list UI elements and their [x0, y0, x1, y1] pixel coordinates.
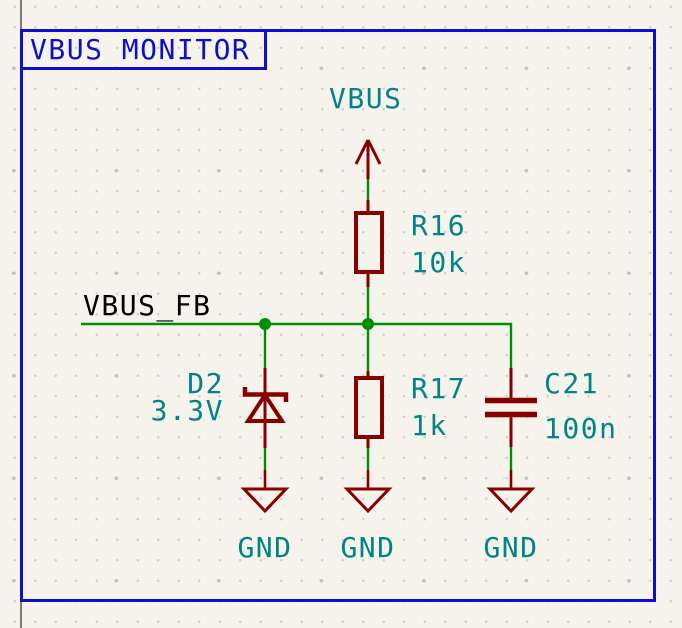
title-block[interactable]: VBUS MONITOR — [20, 29, 267, 70]
value-r16[interactable]: 10k — [411, 246, 467, 279]
vbus-power-arrow[interactable] — [354, 139, 382, 179]
capacitor-symbol-c21[interactable] — [485, 368, 537, 447]
sheet-title: VBUS MONITOR — [30, 32, 251, 66]
value-d2[interactable]: 3.3V — [150, 394, 224, 427]
page-frame-line-top — [20, 0, 22, 30]
resistor-symbol-r16[interactable] — [354, 200, 384, 287]
zener-diode-symbol-d2[interactable] — [242, 368, 289, 448]
gnd-symbol[interactable] — [240, 470, 290, 514]
wire-vbus-fb[interactable] — [81, 322, 513, 368]
power-label-vbus[interactable]: VBUS — [329, 82, 403, 115]
net-label-vbus-fb[interactable]: VBUS_FB — [83, 289, 212, 322]
junction-dot[interactable] — [362, 318, 374, 330]
page-frame-line-bottom — [20, 601, 22, 628]
ref-r17[interactable]: R17 — [411, 372, 467, 405]
value-c21[interactable]: 100n — [544, 412, 618, 445]
power-label-gnd[interactable]: GND — [340, 531, 396, 564]
power-label-gnd[interactable]: GND — [237, 531, 293, 564]
junction-dot[interactable] — [259, 318, 271, 330]
gnd-symbol[interactable] — [343, 470, 393, 514]
ref-r16[interactable]: R16 — [411, 209, 467, 242]
power-label-gnd[interactable]: GND — [483, 531, 539, 564]
ref-d2[interactable]: D2 — [187, 367, 224, 400]
gnd-symbol[interactable] — [486, 470, 536, 514]
sheet-border — [20, 29, 656, 602]
value-r17[interactable]: 1k — [411, 409, 448, 442]
ref-c21[interactable]: C21 — [544, 367, 600, 400]
resistor-symbol-r17[interactable] — [354, 371, 384, 448]
